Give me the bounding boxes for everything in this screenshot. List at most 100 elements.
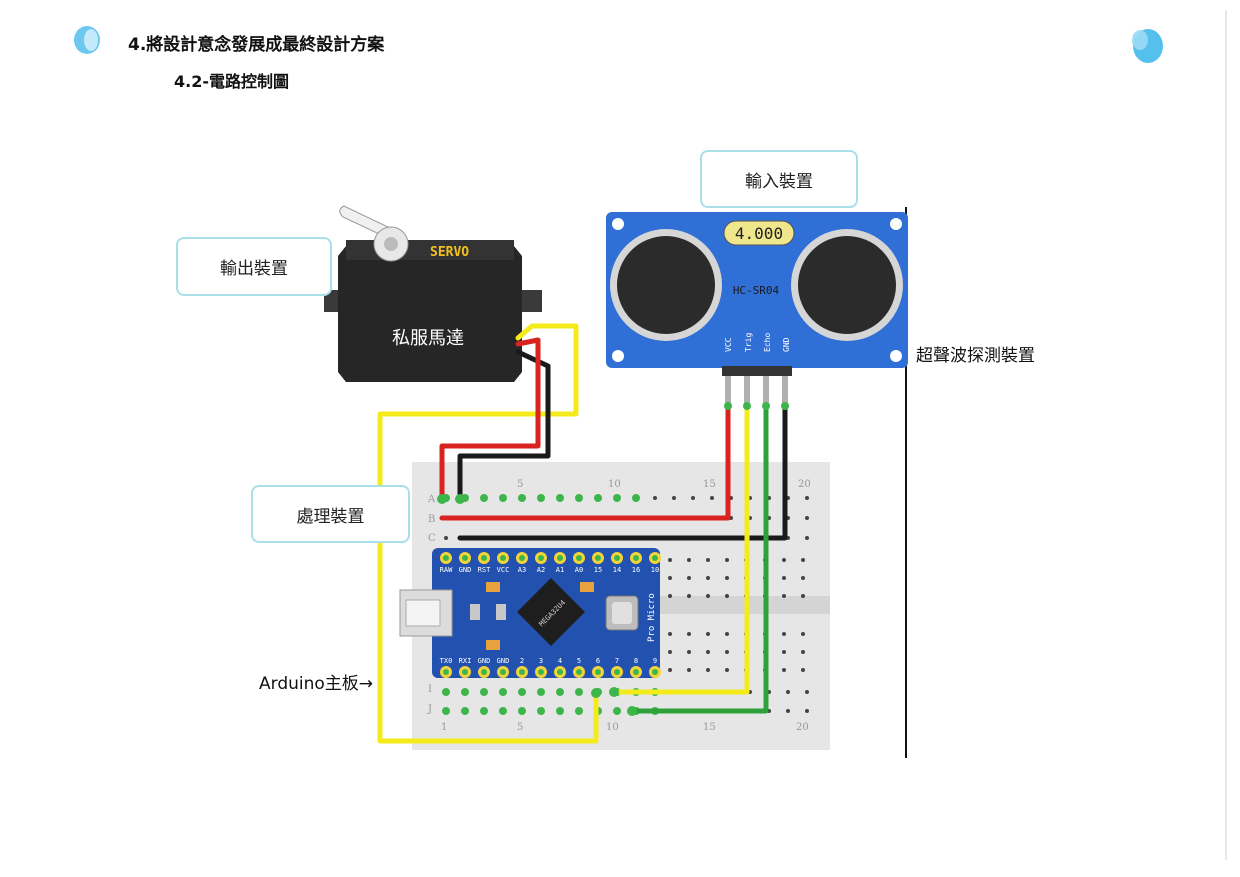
arduino-bottom-pin-label: 9: [653, 657, 657, 665]
arduino-pin-center: [500, 555, 506, 561]
arduino-top-pin-label: 15: [594, 566, 602, 574]
arduino-pin-center: [576, 669, 582, 675]
servo-motor-label: 私服馬達: [392, 328, 464, 349]
arduino-bottom-pin-label: 8: [634, 657, 638, 665]
arduino-top-pin-label: A1: [556, 566, 564, 574]
arduino-bottom-pin-label: 6: [596, 657, 600, 665]
page-title: 4.將設計意念發展成最終設計方案: [128, 35, 385, 55]
pin-vcc-label: VCC: [724, 337, 733, 352]
bb-hole: [687, 576, 691, 580]
arduino-pin-center: [443, 669, 449, 675]
bb-hole: [668, 576, 672, 580]
bb-hole: [461, 688, 469, 696]
bb-hole: [672, 496, 676, 500]
bb-hole: [801, 576, 805, 580]
bb-bottom-10: 10: [606, 722, 619, 733]
bb-row-i: I: [428, 684, 432, 695]
wire-red-servo: [439, 337, 541, 502]
arduino-pin-center: [614, 555, 620, 561]
bb-hole: [575, 494, 583, 502]
bb-hole: [706, 558, 710, 562]
arduino-bottom-pin-label: GND: [497, 657, 510, 665]
servo-brand: SERVO: [430, 245, 469, 260]
bb-hole: [537, 707, 545, 715]
bb-hole: [461, 707, 469, 715]
arduino-pin-center: [633, 555, 639, 561]
arduino-pin-center: [633, 669, 639, 675]
arduino-bottom-pin-label: 5: [577, 657, 581, 665]
bb-hole: [537, 688, 545, 696]
bb-hole: [805, 709, 809, 713]
bb-hole: [668, 558, 672, 562]
arduino-top-pin-label: A0: [575, 566, 583, 574]
bb-hole: [725, 632, 729, 636]
arduino-pin-center: [652, 555, 658, 561]
bb-hole: [725, 650, 729, 654]
arduino-bottom-pin-label: 3: [539, 657, 543, 665]
bb-hole: [556, 688, 564, 696]
arduino-pin-center: [462, 669, 468, 675]
bb-hole: [687, 668, 691, 672]
pin-echo-label: Echo: [763, 333, 772, 352]
arduino-pin-center: [614, 669, 620, 675]
bb-hole: [710, 496, 714, 500]
arduino-pin-center: [652, 669, 658, 675]
bb-bottom-15: 15: [703, 722, 716, 733]
wire-green-echo: [629, 403, 769, 714]
arduino-top-pin-label: A3: [518, 566, 526, 574]
arduino-pin-center: [519, 555, 525, 561]
bb-hole: [613, 707, 621, 715]
arduino-pin-center: [576, 555, 582, 561]
bb-hole: [594, 494, 602, 502]
bb-hole: [706, 650, 710, 654]
bb-hole: [687, 594, 691, 598]
wire-black-gnd: [457, 403, 788, 541]
bb-hole: [782, 558, 786, 562]
bb-col-5: 5: [517, 479, 523, 490]
servo-motor: SERVO: [324, 205, 542, 382]
pin-trig-label: Trig: [744, 333, 753, 352]
bb-hole: [782, 650, 786, 654]
bb-bottom-5: 5: [517, 722, 523, 733]
arduino-top-pin-label: RST: [478, 566, 491, 574]
sensor-model: HC-SR04: [733, 284, 780, 297]
arduino-top-pin-label: RAW: [440, 566, 453, 574]
arduino-bottom-pin-label: 7: [615, 657, 619, 665]
bb-hole: [480, 494, 488, 502]
bb-hole: [442, 707, 450, 715]
bb-hole: [499, 494, 507, 502]
arduino-bottom-pin-label: TX0: [440, 657, 453, 665]
bb-hole: [801, 558, 805, 562]
bb-hole: [706, 576, 710, 580]
bb-hole: [518, 707, 526, 715]
ultrasonic-device-label: 超聲波探測裝置: [916, 346, 1035, 366]
bb-hole: [725, 576, 729, 580]
arduino-pin-center: [443, 555, 449, 561]
bb-hole: [782, 594, 786, 598]
arduino-pin-center: [481, 555, 487, 561]
arduino-bottom-pin-label: RXI: [459, 657, 472, 665]
board-name: Pro Micro: [647, 593, 657, 642]
bb-hole: [687, 650, 691, 654]
bb-hole: [782, 632, 786, 636]
bb-row-b: B: [428, 514, 435, 525]
bb-hole: [480, 688, 488, 696]
arduino-top-pin-label: 14: [613, 566, 621, 574]
bb-hole: [518, 494, 526, 502]
bb-hole: [725, 668, 729, 672]
bb-hole: [691, 496, 695, 500]
bb-hole: [480, 707, 488, 715]
bb-hole: [725, 558, 729, 562]
arduino-bottom-pin-label: GND: [478, 657, 491, 665]
arduino-pin-center: [557, 555, 563, 561]
bb-hole: [668, 632, 672, 636]
bb-hole: [786, 690, 790, 694]
bb-hole: [556, 494, 564, 502]
bb-bottom-1: 1: [441, 722, 447, 733]
bb-hole: [805, 690, 809, 694]
bb-row-j: J: [427, 704, 432, 715]
bb-hole: [668, 594, 672, 598]
bb-hole: [687, 632, 691, 636]
arduino-pin-center: [462, 555, 468, 561]
